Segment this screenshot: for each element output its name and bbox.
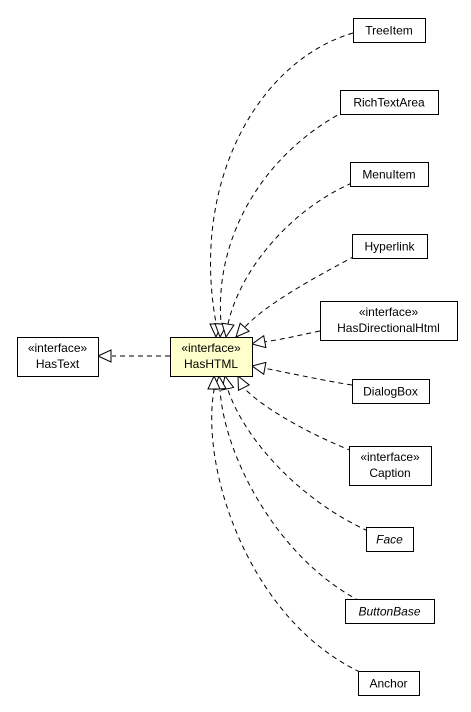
dashed-connector: [262, 367, 353, 386]
realization-arrowhead: [235, 322, 251, 338]
node-hashtml[interactable]: «interface» HasHTML: [170, 337, 253, 377]
node-box: [349, 446, 432, 486]
realization-arrowhead: [237, 374, 251, 392]
edge-menuitem-to-hashtml: [221, 182, 353, 339]
node-box: [352, 234, 428, 259]
node-treeitem[interactable]: TreeItem: [353, 18, 426, 43]
dashed-connector: [227, 182, 353, 325]
node-label: Caption: [369, 466, 410, 480]
edge-buttonbase-to-hashtml: [213, 374, 361, 602]
dashed-connector: [227, 389, 369, 532]
node-label: Face: [376, 533, 403, 547]
edge-hashtml-to-hastext: [96, 349, 170, 363]
node-hasdirectionalhtml[interactable]: «interface» HasDirectionalHtml: [320, 301, 458, 341]
node-box: [358, 671, 420, 696]
dashed-connector: [262, 330, 321, 343]
node-stereotype: «interface»: [181, 341, 241, 355]
node-label: Hyperlink: [364, 240, 415, 254]
node-box: [353, 18, 426, 43]
realization-arrowhead: [250, 334, 267, 349]
node-stereotype: «interface»: [359, 305, 419, 319]
node-label: HasText: [36, 357, 80, 371]
node-label: MenuItem: [362, 168, 415, 182]
realization-arrowhead: [221, 322, 235, 339]
node-box: [352, 379, 430, 404]
node-box: [320, 301, 458, 341]
node-stereotype: «interface»: [360, 450, 420, 464]
dashed-connector: [210, 32, 354, 324]
node-menuitem[interactable]: MenuItem: [350, 162, 429, 187]
node-label: HasDirectionalHtml: [337, 321, 440, 335]
node-box: [350, 162, 429, 187]
node-dialogbox[interactable]: DialogBox: [352, 379, 430, 404]
dashed-connector: [243, 255, 356, 329]
node-face[interactable]: Face: [366, 527, 414, 552]
node-box: [17, 337, 99, 377]
node-label: DialogBox: [363, 385, 418, 399]
nodes-layer: «interface» HasText «interface» HasHTML Tree…: [17, 18, 458, 696]
node-hyperlink[interactable]: Hyperlink: [352, 234, 428, 259]
edge-anchor-to-hashtml: [207, 374, 361, 673]
node-buttonbase[interactable]: ButtonBase: [345, 599, 435, 624]
node-stereotype: «interface»: [28, 341, 88, 355]
node-label: Anchor: [369, 677, 407, 691]
node-box: [345, 599, 435, 624]
edge-treeitem-to-hashtml: [209, 32, 354, 339]
node-box: [340, 90, 439, 115]
dashed-connector: [219, 110, 346, 324]
realization-arrowhead: [250, 361, 267, 376]
node-box: [170, 337, 253, 377]
node-label: ButtonBase: [358, 605, 420, 619]
edges-layer: [96, 32, 369, 673]
node-caption[interactable]: «interface» Caption: [349, 446, 432, 486]
dashed-connector: [219, 389, 361, 602]
node-label: HasHTML: [184, 357, 238, 371]
node-anchor[interactable]: Anchor: [358, 671, 420, 696]
node-hastext[interactable]: «interface» HasText: [17, 337, 99, 377]
edge-face-to-hashtml: [221, 374, 369, 532]
node-label: RichTextArea: [353, 96, 425, 110]
edge-hyperlink-to-hashtml: [235, 255, 356, 338]
realization-arrowhead: [207, 374, 221, 390]
node-label: TreeItem: [365, 24, 413, 38]
node-box: [366, 527, 414, 552]
node-richtextarea[interactable]: RichTextArea: [340, 90, 439, 115]
edge-dialogbox-to-hashtml: [250, 361, 353, 386]
edge-hasdirectionalhtml-to-hashtml: [250, 330, 321, 349]
realization-arrowhead: [96, 349, 112, 363]
dashed-connector: [211, 389, 361, 673]
edge-caption-to-hashtml: [237, 374, 353, 452]
dashed-connector: [243, 387, 353, 452]
